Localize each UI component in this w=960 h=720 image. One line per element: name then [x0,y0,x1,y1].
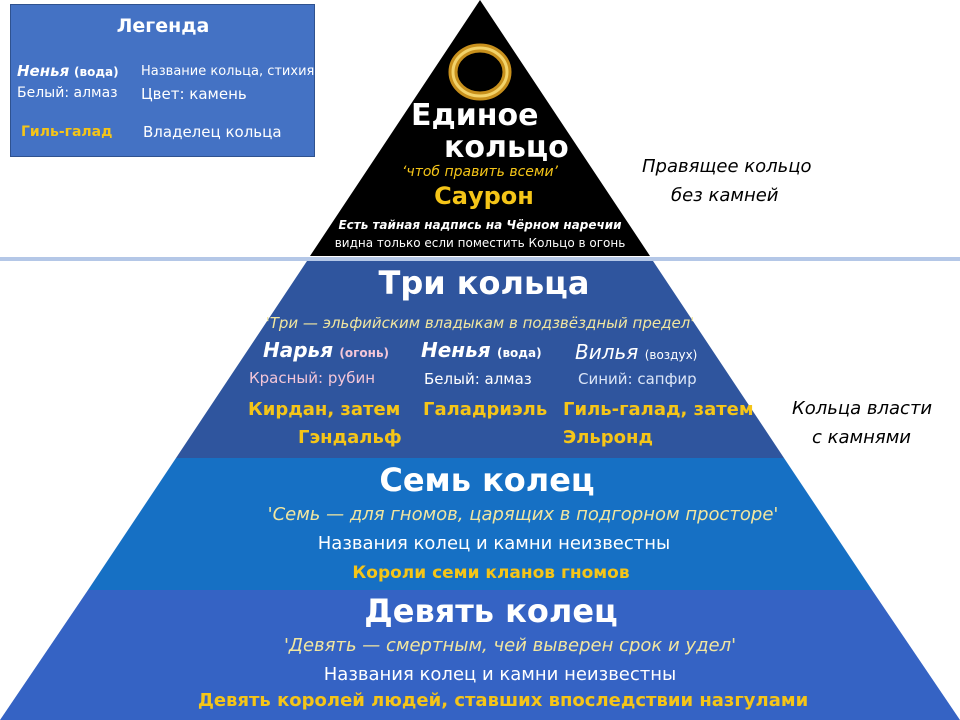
legend-example-owner: Гиль-галад [21,124,113,140]
ring-vilya-name: Вилья (воздух) [575,340,698,364]
legend-desc-owner: Владелец кольца [143,123,282,141]
tier-three-rings [176,261,784,458]
tier-one-ring [310,0,650,256]
one-ring-side-label-2: без камней [671,185,779,206]
ring-vilya-owner-1: Гиль-галад, затем [563,399,754,420]
three-rings-side-label-2: с камнями [812,427,911,448]
ring-narya-owner-2: Гэндальф [298,427,402,448]
nine-rings-quote: 'Девять — смертным, чей выверен срок и у… [283,635,737,656]
one-ring-quote: ‘чтоб править всеми’ [401,164,559,180]
ring-icon [448,43,512,101]
legend-box: Легенда Ненья (вода) Белый: алмаз Гиль-г… [10,4,315,157]
legend-desc-name: Название кольца, стихия [141,64,315,79]
ring-vilya-stone: Синий: сапфир [578,370,697,388]
one-ring-note-1: Есть тайная надпись на Чёрном наречии [338,218,622,232]
seven-rings-note: Названия колец и камни неизвестны [317,533,671,554]
legend-desc-color: Цвет: камень [141,85,247,103]
ring-narya-stone: Красный: рубин [249,369,376,387]
ring-narya-owner-1: Кирдан, затем [248,399,401,420]
ring-nenya-stone: Белый: алмаз [424,370,532,388]
seven-rings-owners: Короли семи кланов гномов [352,563,630,583]
ring-vilya-owner-2: Эльронд [563,427,653,448]
seven-rings-title: Семь колец [379,461,595,499]
one-ring-owner: Саурон [434,182,534,210]
legend-example-name: Ненья (вода) [17,62,119,80]
nine-rings-owners: Девять королей людей, ставших впоследств… [197,690,809,711]
three-rings-side-label-1: Кольца власти [792,398,933,419]
divider-line [0,257,960,261]
seven-rings-quote: 'Семь — для гномов, царящих в подгорном … [267,504,779,525]
legend-example-color: Белый: алмаз [17,85,118,101]
ring-nenya-owner-1: Галадриэль [423,399,548,420]
tier-seven-rings [88,458,872,590]
one-ring-side-label-1: Правящее кольцо [642,156,812,177]
tier-nine-rings [0,590,960,720]
ring-nenya-name: Ненья (вода) [421,338,542,362]
nine-rings-title: Девять колец [364,592,618,630]
three-rings-quote: 'Три — эльфийским владыкам в подзвёздный… [265,314,695,332]
ring-narya-name: Нарья (огонь) [263,338,390,362]
legend-title: Легенда [116,15,210,37]
nine-rings-note: Названия колец и камни неизвестны [323,664,677,685]
one-ring-title-2: кольцо [444,130,569,165]
one-ring-note-2: видна только если поместить Кольцо в ого… [334,236,626,250]
one-ring-title-1: Единое [411,98,539,133]
three-rings-title: Три кольца [378,264,590,302]
